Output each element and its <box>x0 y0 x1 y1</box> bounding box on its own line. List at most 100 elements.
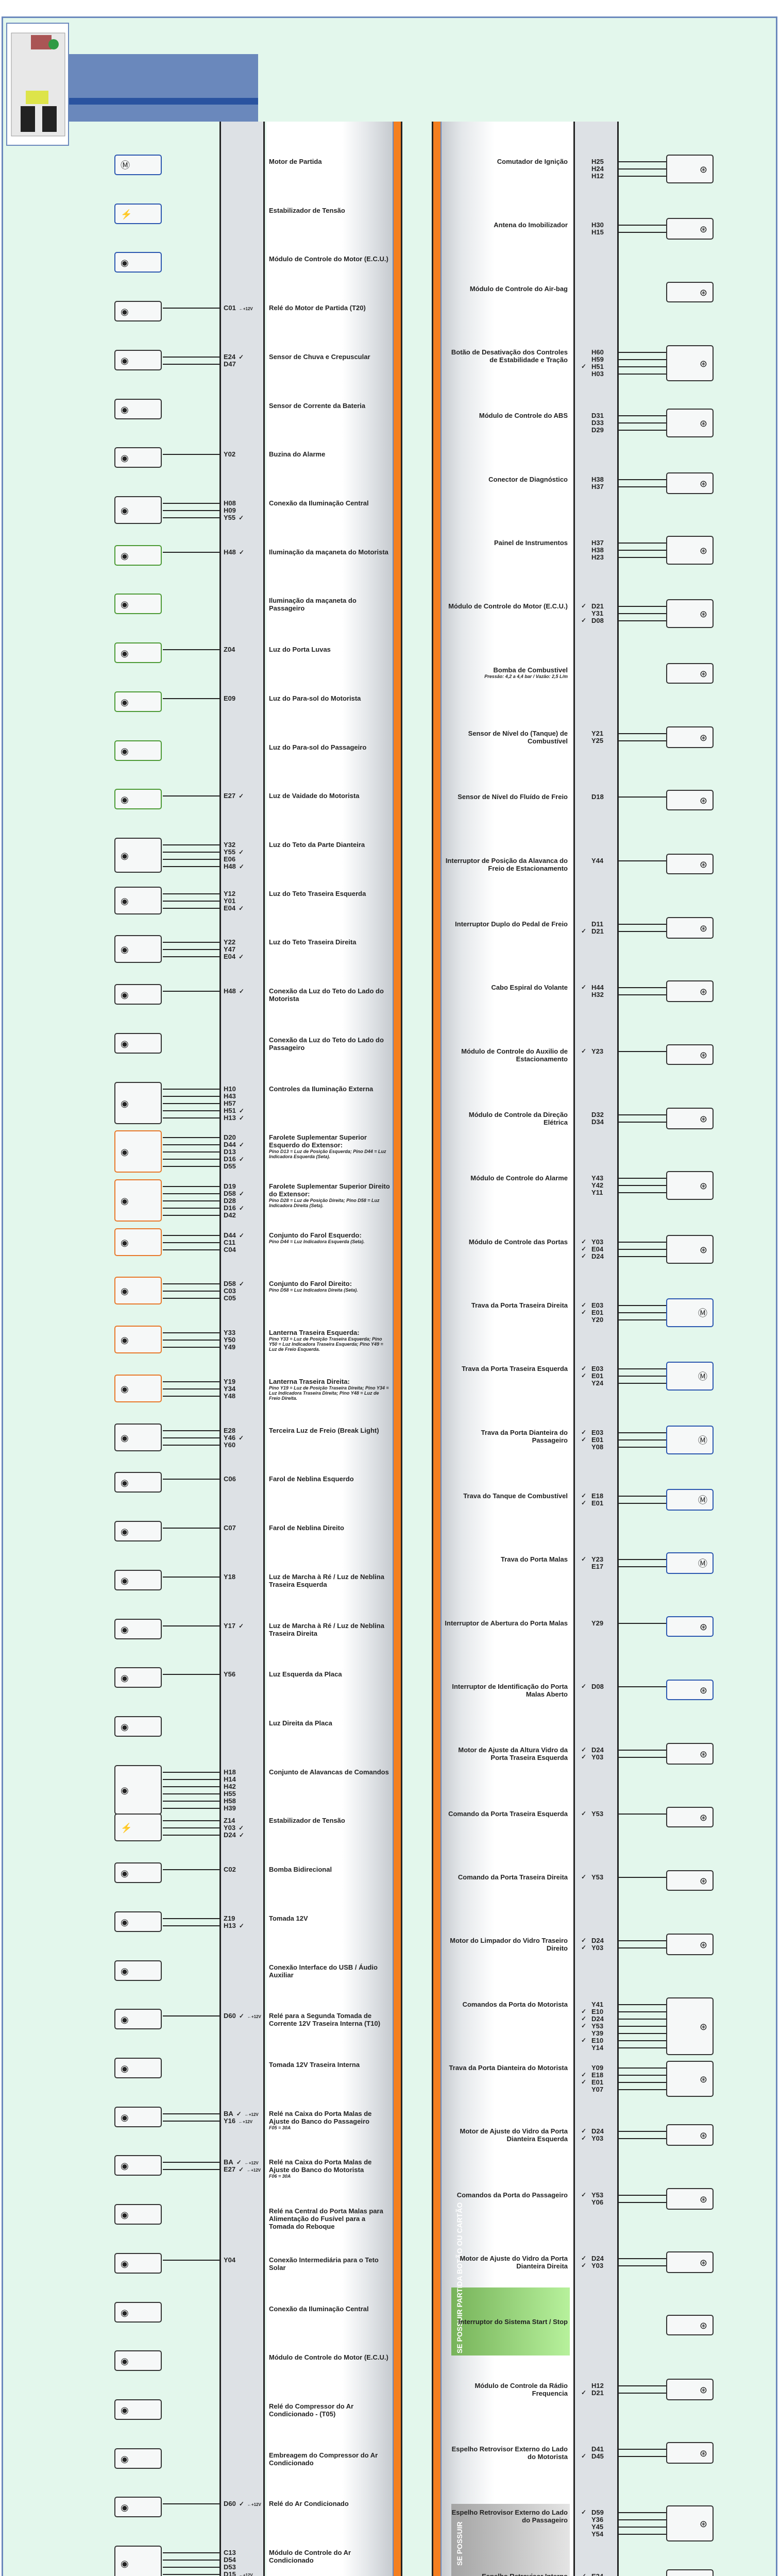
check-icon: ✓ <box>581 1309 587 1316</box>
component-symbol: ⊛ <box>666 1616 714 1637</box>
pin-label: Y43 <box>591 1174 604 1182</box>
wire <box>163 1144 219 1146</box>
wire <box>163 900 219 902</box>
pin-note: ←+12V <box>247 2168 261 2173</box>
component-icon: ⊛ <box>699 1685 707 1696</box>
wire <box>163 1186 219 1188</box>
pin-code: H09 <box>224 506 236 515</box>
pin-label: H51 <box>591 363 604 370</box>
pin-label: D24 <box>591 1937 604 1945</box>
header-band <box>69 54 258 122</box>
check-icon: ✓ <box>581 2127 587 2135</box>
pin-label: H12 <box>591 172 604 180</box>
pin-label: D13 <box>224 1148 236 1156</box>
wire <box>619 1940 666 1942</box>
component-icon: ◉ <box>121 1335 129 1346</box>
wire <box>163 1332 219 1334</box>
wire <box>619 2456 666 2457</box>
component-icon: ◉ <box>121 648 129 659</box>
wire <box>163 859 219 860</box>
wire <box>619 2032 666 2034</box>
pin-label: E18 <box>591 2071 604 2079</box>
check-icon: ✓ <box>581 2509 587 2516</box>
right-component-name: Comandos da Porta do Motorista <box>444 2001 568 2008</box>
wire <box>163 1827 219 1829</box>
component-symbol: ◉ <box>114 1179 162 1222</box>
check-icon: ✓ <box>239 514 244 522</box>
pin-label: E27✓ <box>224 792 244 800</box>
right-component-name: Motor do Limpador do Vidro Traseiro Dire… <box>444 1937 568 1952</box>
pin-label: C13 <box>224 2549 236 2556</box>
wire <box>163 551 219 553</box>
component-symbol: ⊛ <box>666 663 714 684</box>
component-title: Relé do Motor de Partida (T20) <box>269 304 366 312</box>
wire <box>619 479 666 480</box>
check-icon: ✓ <box>581 1944 587 1952</box>
pin-label: D54 <box>224 2556 236 2564</box>
component-title: Relé do Ar Condicionado <box>269 2500 349 2508</box>
component-symbol: ◉ <box>114 1862 162 1884</box>
component-symbol: ◉ <box>114 984 162 1005</box>
component-title: Lanterna Traseira Esquerda: <box>269 1329 360 1337</box>
component-title: Módulo de Controle do Motor (E.C.U.) <box>269 2353 388 2362</box>
pin-code: E04 <box>224 904 236 912</box>
component-icon: ◉ <box>121 2063 129 2074</box>
pin-code: Y55 <box>224 514 236 522</box>
component-icon: ◉ <box>121 2404 129 2415</box>
component-symbol: Ⓜ <box>114 155 162 175</box>
pin-label: D15←+12V <box>224 2570 253 2576</box>
wire <box>619 1559 666 1561</box>
left-component-name: Lanterna Traseira Direita:Pino Y19 = Luz… <box>269 1378 390 1401</box>
wire <box>619 557 666 558</box>
check-icon: ✓ <box>581 617 587 624</box>
wire <box>619 2082 666 2083</box>
component-icon: ◉ <box>121 944 129 955</box>
pin-label: E03 <box>591 1301 604 1309</box>
component-symbol: ⊛ <box>666 1806 714 1827</box>
pin-label: H59 <box>591 355 604 363</box>
component-title: Conjunto do Farol Esquerdo: <box>269 1231 362 1239</box>
pin-code: D53 <box>224 2563 236 2571</box>
pin-code: E27 <box>224 792 236 800</box>
component-icon: ⊛ <box>699 418 707 429</box>
component-title: Bomba Bidirecional <box>269 1866 332 1874</box>
left-component-name: Farolete Suplementar Superior Direito do… <box>269 1182 390 1208</box>
right-component-name: Módulo de Controle das Portas <box>444 1238 568 1246</box>
component-symbol: ⊛ <box>666 2315 714 2336</box>
wire <box>163 2567 219 2568</box>
wire <box>163 1151 219 1153</box>
component-icon: ⊛ <box>699 287 707 298</box>
right-component-name: Interruptor do Sistema Start / Stop <box>444 2318 568 2326</box>
wire <box>163 510 219 512</box>
pin-code: D47 <box>224 360 236 368</box>
pin-label: E28 <box>224 1427 235 1434</box>
pin-label: H14 <box>224 1775 236 1783</box>
left-component-name: Relé do Motor de Partida (T20) <box>269 304 390 312</box>
pin-label: D47 <box>224 360 236 368</box>
component-title: Antena do Imobilizador <box>494 221 568 229</box>
pin-code: H48 <box>224 987 236 995</box>
pin-label: E03 <box>591 1365 604 1373</box>
component-icon: ◉ <box>121 1196 129 1207</box>
component-symbol: ◉ <box>114 789 162 810</box>
pin-label: H55 <box>224 1790 236 1798</box>
pin-label: Y46✓ <box>224 1434 244 1442</box>
pin-code: Y16 <box>224 2116 236 2125</box>
pin-label: Y21 <box>591 730 604 737</box>
pin-code: C06 <box>224 1475 236 1483</box>
right-component-name: Trava da Porta Traseira Direita <box>444 1301 568 1309</box>
right-component-name: Botão de Desativação dos Controles de Es… <box>444 348 568 364</box>
component-symbol: ◉ <box>114 2546 162 2576</box>
pin-label: D16✓ <box>224 1204 244 1212</box>
right-component-name: Trava da Porta Dianteira do Passageiro <box>444 1429 568 1444</box>
component-icon: ⊛ <box>699 359 707 369</box>
pin-code: E06 <box>224 855 236 863</box>
right-component-name: Comutador de Ignição <box>444 158 568 165</box>
component-icon: ◉ <box>121 2558 129 2569</box>
pin-label: Y39 <box>591 2029 604 2037</box>
pin-label: C01←+12V <box>224 304 253 312</box>
component-icon: ⊛ <box>699 1049 707 1060</box>
left-component-name: Luz de Marcha à Ré / Luz de Neblina Tras… <box>269 1622 390 1637</box>
component-icon: ⊛ <box>699 859 707 870</box>
right-component-name: Trava do Tanque de Combustível <box>444 1492 568 1500</box>
